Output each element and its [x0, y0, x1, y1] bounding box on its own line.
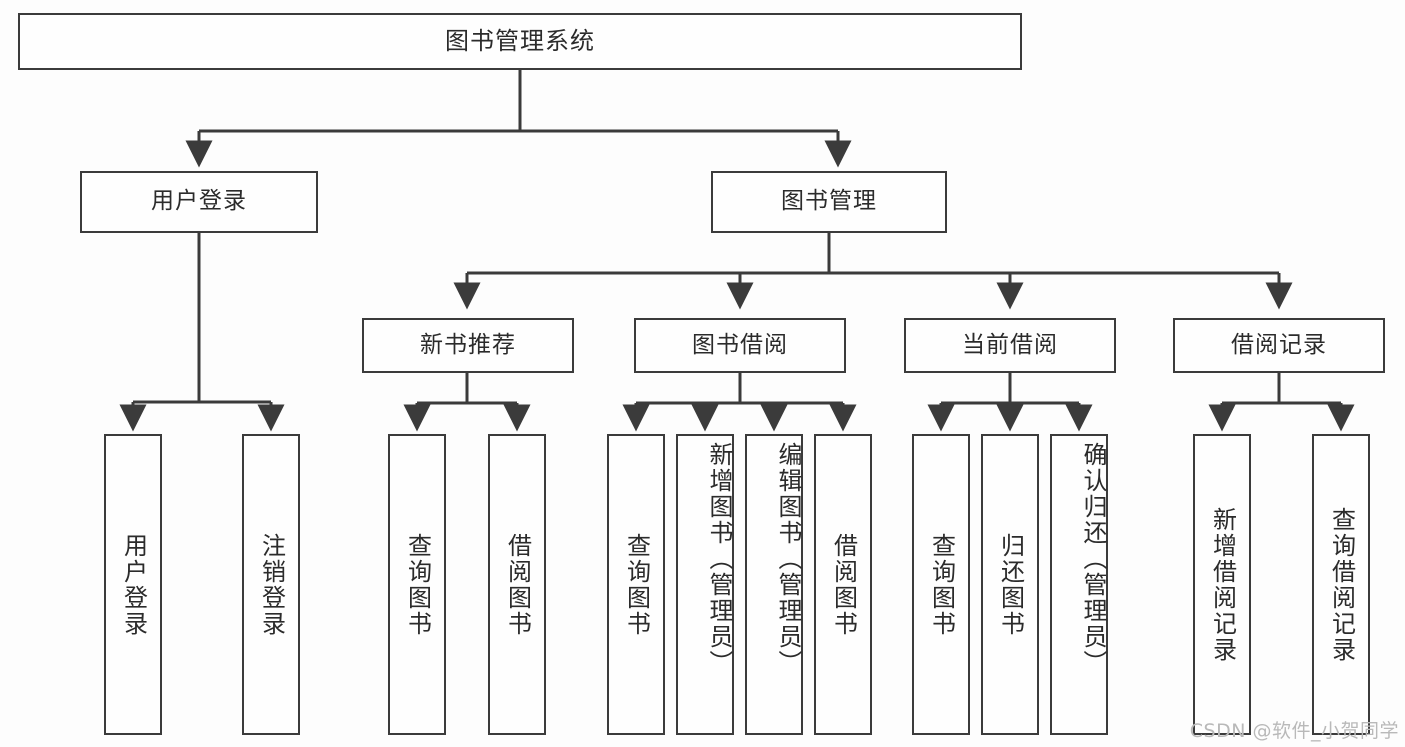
leaf-add-book-admin[interactable]: 新增图书（管理员） — [676, 434, 734, 735]
node-book-borrow[interactable]: 图书借阅 — [634, 318, 846, 373]
leaf-user-login[interactable]: 用户登录 — [104, 434, 162, 735]
leaf-return-book[interactable]: 归还图书 — [981, 434, 1039, 735]
node-book-manage[interactable]: 图书管理 — [711, 171, 947, 233]
watermark-csdn: CSDN @软件_小贺同学 — [1189, 720, 1399, 742]
node-root[interactable]: 图书管理系统 — [18, 13, 1022, 70]
node-new-book-recommend[interactable]: 新书推荐 — [362, 318, 574, 373]
leaf-query-book-recommend[interactable]: 查询图书 — [388, 434, 446, 735]
leaf-confirm-return-admin[interactable]: 确认归还（管理员） — [1050, 434, 1108, 735]
leaf-edit-book-admin[interactable]: 编辑图书（管理员） — [745, 434, 803, 735]
leaf-borrow-book-recommend[interactable]: 借阅图书 — [488, 434, 546, 735]
node-borrow-record[interactable]: 借阅记录 — [1173, 318, 1385, 373]
leaf-borrow-book[interactable]: 借阅图书 — [814, 434, 872, 735]
leaf-query-book-current[interactable]: 查询图书 — [912, 434, 970, 735]
leaf-add-borrow-record[interactable]: 新增借阅记录 — [1193, 434, 1251, 735]
leaf-query-borrow-record[interactable]: 查询借阅记录 — [1312, 434, 1370, 735]
node-user-login[interactable]: 用户登录 — [80, 171, 318, 233]
leaf-logout-login[interactable]: 注销登录 — [242, 434, 300, 735]
leaf-query-book-borrow[interactable]: 查询图书 — [607, 434, 665, 735]
node-current-borrow[interactable]: 当前借阅 — [904, 318, 1116, 373]
